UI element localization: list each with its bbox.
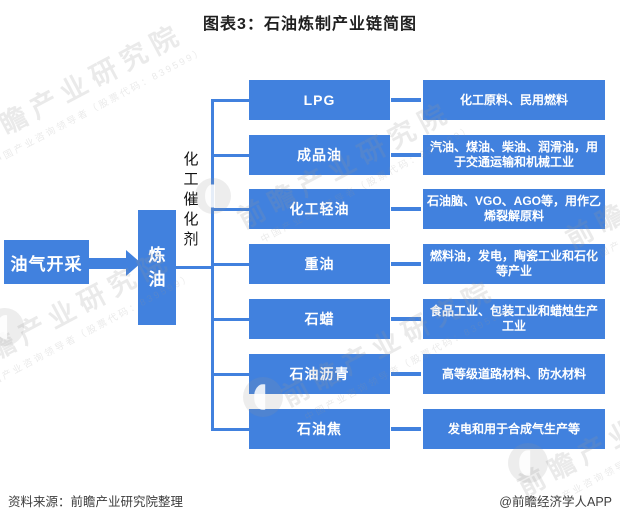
product-label: 化工轻油 <box>289 201 350 217</box>
watermark-logo-icon <box>0 308 24 346</box>
watermark: 前瞻产业研究院 中国产业咨询领导者（股票代码：839599） <box>274 263 519 428</box>
watermark-text: 前瞻产业研究院 <box>560 116 620 255</box>
product-box-asphalt: 石油沥青 <box>249 354 390 394</box>
catalyst-label: 化工催化剂 <box>183 151 199 248</box>
use-box-refined-oil: 汽油、煤油、柴油、润滑油，用于交通运输和机械工业 <box>423 135 605 175</box>
flow-arrow-head-icon <box>126 250 141 276</box>
connector-stub <box>212 318 249 321</box>
product-box-paraffin: 石蜡 <box>249 299 390 339</box>
use-box-chemical-light-oil: 石油脑、VGO、AGO等，用作乙烯裂解原料 <box>423 189 605 229</box>
node-label: 油气开采 <box>10 254 83 274</box>
node-oil-gas-extraction: 油气开采 <box>4 240 89 284</box>
connector-stub <box>212 428 249 431</box>
footer-source: 资料来源：前瞻产业研究院整理 <box>8 495 184 509</box>
product-box-refined-oil: 成品油 <box>249 135 390 175</box>
connector-stub <box>212 263 249 266</box>
use-box-lpg: 化工原料、民用燃料 <box>423 80 605 120</box>
use-label: 石油脑、VGO、AGO等，用作乙烯裂解原料 <box>427 194 602 223</box>
connector-stub <box>212 373 249 376</box>
use-box-paraffin: 食品工业、包装工业和蜡烛生产工业 <box>423 299 605 339</box>
use-label: 高等级道路材料、防水材料 <box>441 366 586 381</box>
product-label: LPG <box>303 92 336 108</box>
connector-dash <box>391 207 421 211</box>
connector-stub <box>212 99 249 102</box>
connector-dash <box>391 372 421 376</box>
product-label: 石油沥青 <box>289 366 350 382</box>
use-label: 汽油、煤油、柴油、润滑油，用于交通运输和机械工业 <box>429 140 598 169</box>
use-box-asphalt: 高等级道路材料、防水材料 <box>423 354 605 394</box>
product-label: 成品油 <box>297 147 342 163</box>
product-label: 重油 <box>304 256 335 272</box>
use-label: 食品工业、包装工业和蜡烛生产工业 <box>429 304 598 333</box>
footer-credit: @前瞻经济学人APP <box>499 495 612 509</box>
connector-dash <box>391 427 421 431</box>
watermark-subtext: 中国产业咨询领导者（股票代码：839599） <box>0 45 208 168</box>
connector-stub <box>212 154 249 157</box>
use-box-heavy-oil: 燃料油，发电，陶瓷工业和石化等产业 <box>423 244 605 284</box>
watermark-logo-icon <box>508 443 548 483</box>
use-label: 发电和用于合成气生产等 <box>447 421 580 436</box>
use-label: 燃料油，发电，陶瓷工业和石化等产业 <box>429 249 598 278</box>
connector-refinery-line <box>176 266 212 269</box>
product-label: 石蜡 <box>304 311 335 327</box>
use-label: 化工原料、民用燃料 <box>459 92 568 107</box>
node-refinery: 炼油 <box>138 210 176 325</box>
connector-dash <box>391 153 421 157</box>
flow-arrow-shaft <box>89 258 126 269</box>
node-label: 炼油 <box>148 245 166 289</box>
page-title: 图表3：石油炼制产业链简图 <box>203 16 417 33</box>
product-box-lpg: LPG <box>249 80 390 120</box>
product-label: 石油焦 <box>297 421 342 437</box>
connector-dash <box>391 98 421 102</box>
product-box-heavy-oil: 重油 <box>249 244 390 284</box>
use-box-petroleum-coke: 发电和用于合成气生产等 <box>423 409 605 449</box>
product-box-petroleum-coke: 石油焦 <box>249 409 390 449</box>
connector-stub <box>212 208 249 211</box>
connector-dash <box>391 317 421 321</box>
product-box-chemical-light-oil: 化工轻油 <box>249 189 390 229</box>
connector-dash <box>391 262 421 266</box>
